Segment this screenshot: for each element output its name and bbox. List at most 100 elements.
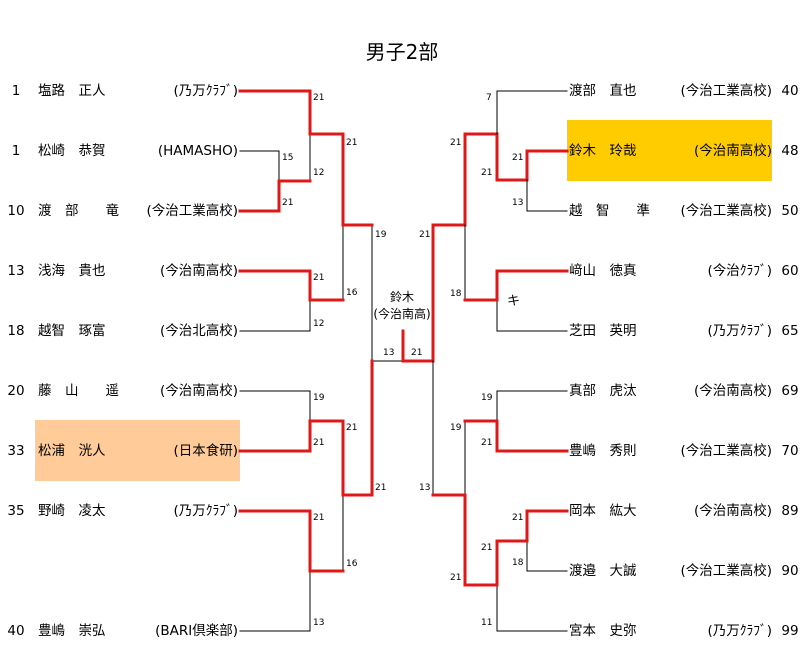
- entry-seed: 10: [7, 203, 25, 219]
- entry-name: 豊嶋 秀則: [569, 443, 637, 459]
- entry-seed: 1: [11, 83, 21, 99]
- entry-seed: 20: [7, 383, 25, 399]
- entry-club: (日本食研): [173, 443, 238, 459]
- score-label: 19: [313, 393, 325, 403]
- entry-club: (乃万ｸﾗﾌﾞ): [173, 83, 238, 99]
- final-win-line: [401, 132, 569, 363]
- entry-name: 塩路 正人: [38, 83, 106, 99]
- bracket-title: 男子2部: [365, 40, 439, 64]
- right-entry: 越 智 準 (今治工業高校) 50: [567, 201, 804, 221]
- right-entry: 真部 虎汰(今治南高校)69: [567, 381, 804, 401]
- champion-highlight: [567, 120, 772, 181]
- entry-club: (今治南高校): [693, 503, 772, 519]
- entry-club: (今治工業高校): [680, 443, 772, 459]
- entry-name: 芝田 英明: [569, 323, 637, 339]
- left-line-koshimizu: [239, 299, 311, 332]
- entry-name: 越智 琢富: [38, 323, 106, 339]
- score-label: 21: [346, 138, 357, 148]
- champion-name: 鈴木: [389, 290, 414, 304]
- entry-name: 宮本 史弥: [569, 623, 637, 639]
- left-win-asami: [238, 269, 345, 302]
- entry-seed: 89: [781, 503, 799, 519]
- score-label: 19: [481, 393, 493, 403]
- score-label: 16: [346, 559, 358, 569]
- score-label: 21: [512, 153, 523, 163]
- entry-club: (乃万ｸﾗﾌﾞ): [707, 623, 772, 639]
- right-line-shibata: [496, 299, 568, 332]
- right-entry: 宮本 史弥 (乃万ｸﾗﾌﾞ) 99: [567, 621, 804, 641]
- score-label: 21: [313, 93, 324, 103]
- entry-club: (今治ｸﾗﾌﾞ): [707, 263, 772, 279]
- entry-name: 鈴木 玲哉: [569, 143, 637, 159]
- entry-name: 松崎 恭賀: [38, 143, 106, 159]
- right-line-watanabe-t: [526, 530, 568, 572]
- left-line-matsuzaki: [239, 150, 280, 182]
- right-entry: 鈴木 玲哉(今治南高校)48: [567, 141, 804, 161]
- score-label: 12: [313, 168, 324, 178]
- right-win-sakiyama: [463, 269, 569, 302]
- entry-name: 岡本 紘大: [569, 503, 637, 519]
- right-line-manabe: [496, 390, 568, 422]
- entry-seed: 18: [7, 323, 25, 339]
- score-label: 18: [450, 289, 462, 299]
- runner-up-highlight: [35, 420, 240, 481]
- right-entry: 芝田 英明(乃万ｸﾗﾌﾞ)65: [567, 321, 804, 341]
- score-label: 13: [383, 348, 394, 358]
- left-entry: 18 越智 琢富 (今治北高校): [0, 321, 240, 341]
- entry-seed: 40: [781, 83, 799, 99]
- entry-club: (今治工業高校): [680, 563, 772, 579]
- entry-club: (乃万ｸﾗﾌﾞ): [173, 503, 238, 519]
- score-label: 21: [313, 513, 324, 523]
- score-label: 21: [313, 273, 324, 283]
- score-label: 19: [450, 423, 462, 433]
- score-label: 21: [481, 168, 492, 178]
- entry-seed: 35: [7, 503, 25, 519]
- entry-seed: 90: [781, 563, 799, 579]
- left-entry: 20 藤 山 遥 (今治南高校): [0, 381, 240, 401]
- entry-seed: 69: [781, 383, 799, 399]
- score-label: 21: [282, 198, 293, 208]
- score-label: 21: [481, 438, 492, 448]
- entry-seed: 50: [781, 203, 799, 219]
- left-line-fujiyama: [239, 390, 311, 422]
- right-entry: 渡部 直也(今治工業高校)40: [567, 81, 804, 101]
- left-win-watanabe: [238, 179, 312, 213]
- score-label: 21: [450, 138, 461, 148]
- score-label: 16: [346, 288, 358, 298]
- right-line-miyamoto: [496, 584, 568, 632]
- entry-name: 浅海 貴也: [38, 263, 106, 279]
- entry-club: (今治北高校): [159, 323, 238, 339]
- entry-name: 豊嶋 崇弘: [38, 623, 106, 639]
- right-entry: 豊嶋 秀則(今治工業高校)70: [567, 441, 804, 461]
- score-label: 21: [375, 483, 386, 493]
- entry-name: 藤 山 遥: [38, 383, 119, 399]
- entry-club: (今治工業高校): [146, 203, 238, 219]
- score-label: 21: [411, 348, 422, 358]
- entry-name: 渡部 直也: [569, 83, 637, 99]
- entry-seed: 40: [7, 623, 25, 639]
- entry-name: 越 智 準: [569, 203, 650, 219]
- right-entry: 岡本 紘大 (今治南高校) 89: [567, 501, 804, 521]
- entry-seed: 33: [7, 443, 25, 459]
- score-label: 21: [481, 543, 492, 553]
- score-label: 21: [450, 573, 461, 583]
- right-entry: 渡邉 大誠(今治工業高校)90: [567, 561, 804, 581]
- right-win-toyoshima-h: [463, 419, 569, 453]
- left-win-nozaki: [238, 509, 345, 573]
- right-line-ochi-j: [526, 179, 568, 212]
- score-label: 21: [313, 438, 324, 448]
- right-line-watanabe-n: [496, 90, 568, 135]
- entry-club: (今治工業高校): [680, 203, 772, 219]
- left-win-shioji: [238, 89, 374, 227]
- left-entry: 1 塩路 正人 (乃万ｸﾗﾌﾞ): [0, 81, 240, 101]
- left-win-matsuura: [238, 359, 374, 497]
- score-label: 12: [313, 319, 324, 329]
- entry-seed: 99: [781, 623, 799, 639]
- entry-club: (今治南高校): [159, 383, 238, 399]
- champion-club: (今治南高): [373, 307, 431, 321]
- entry-seed: 1: [11, 143, 21, 159]
